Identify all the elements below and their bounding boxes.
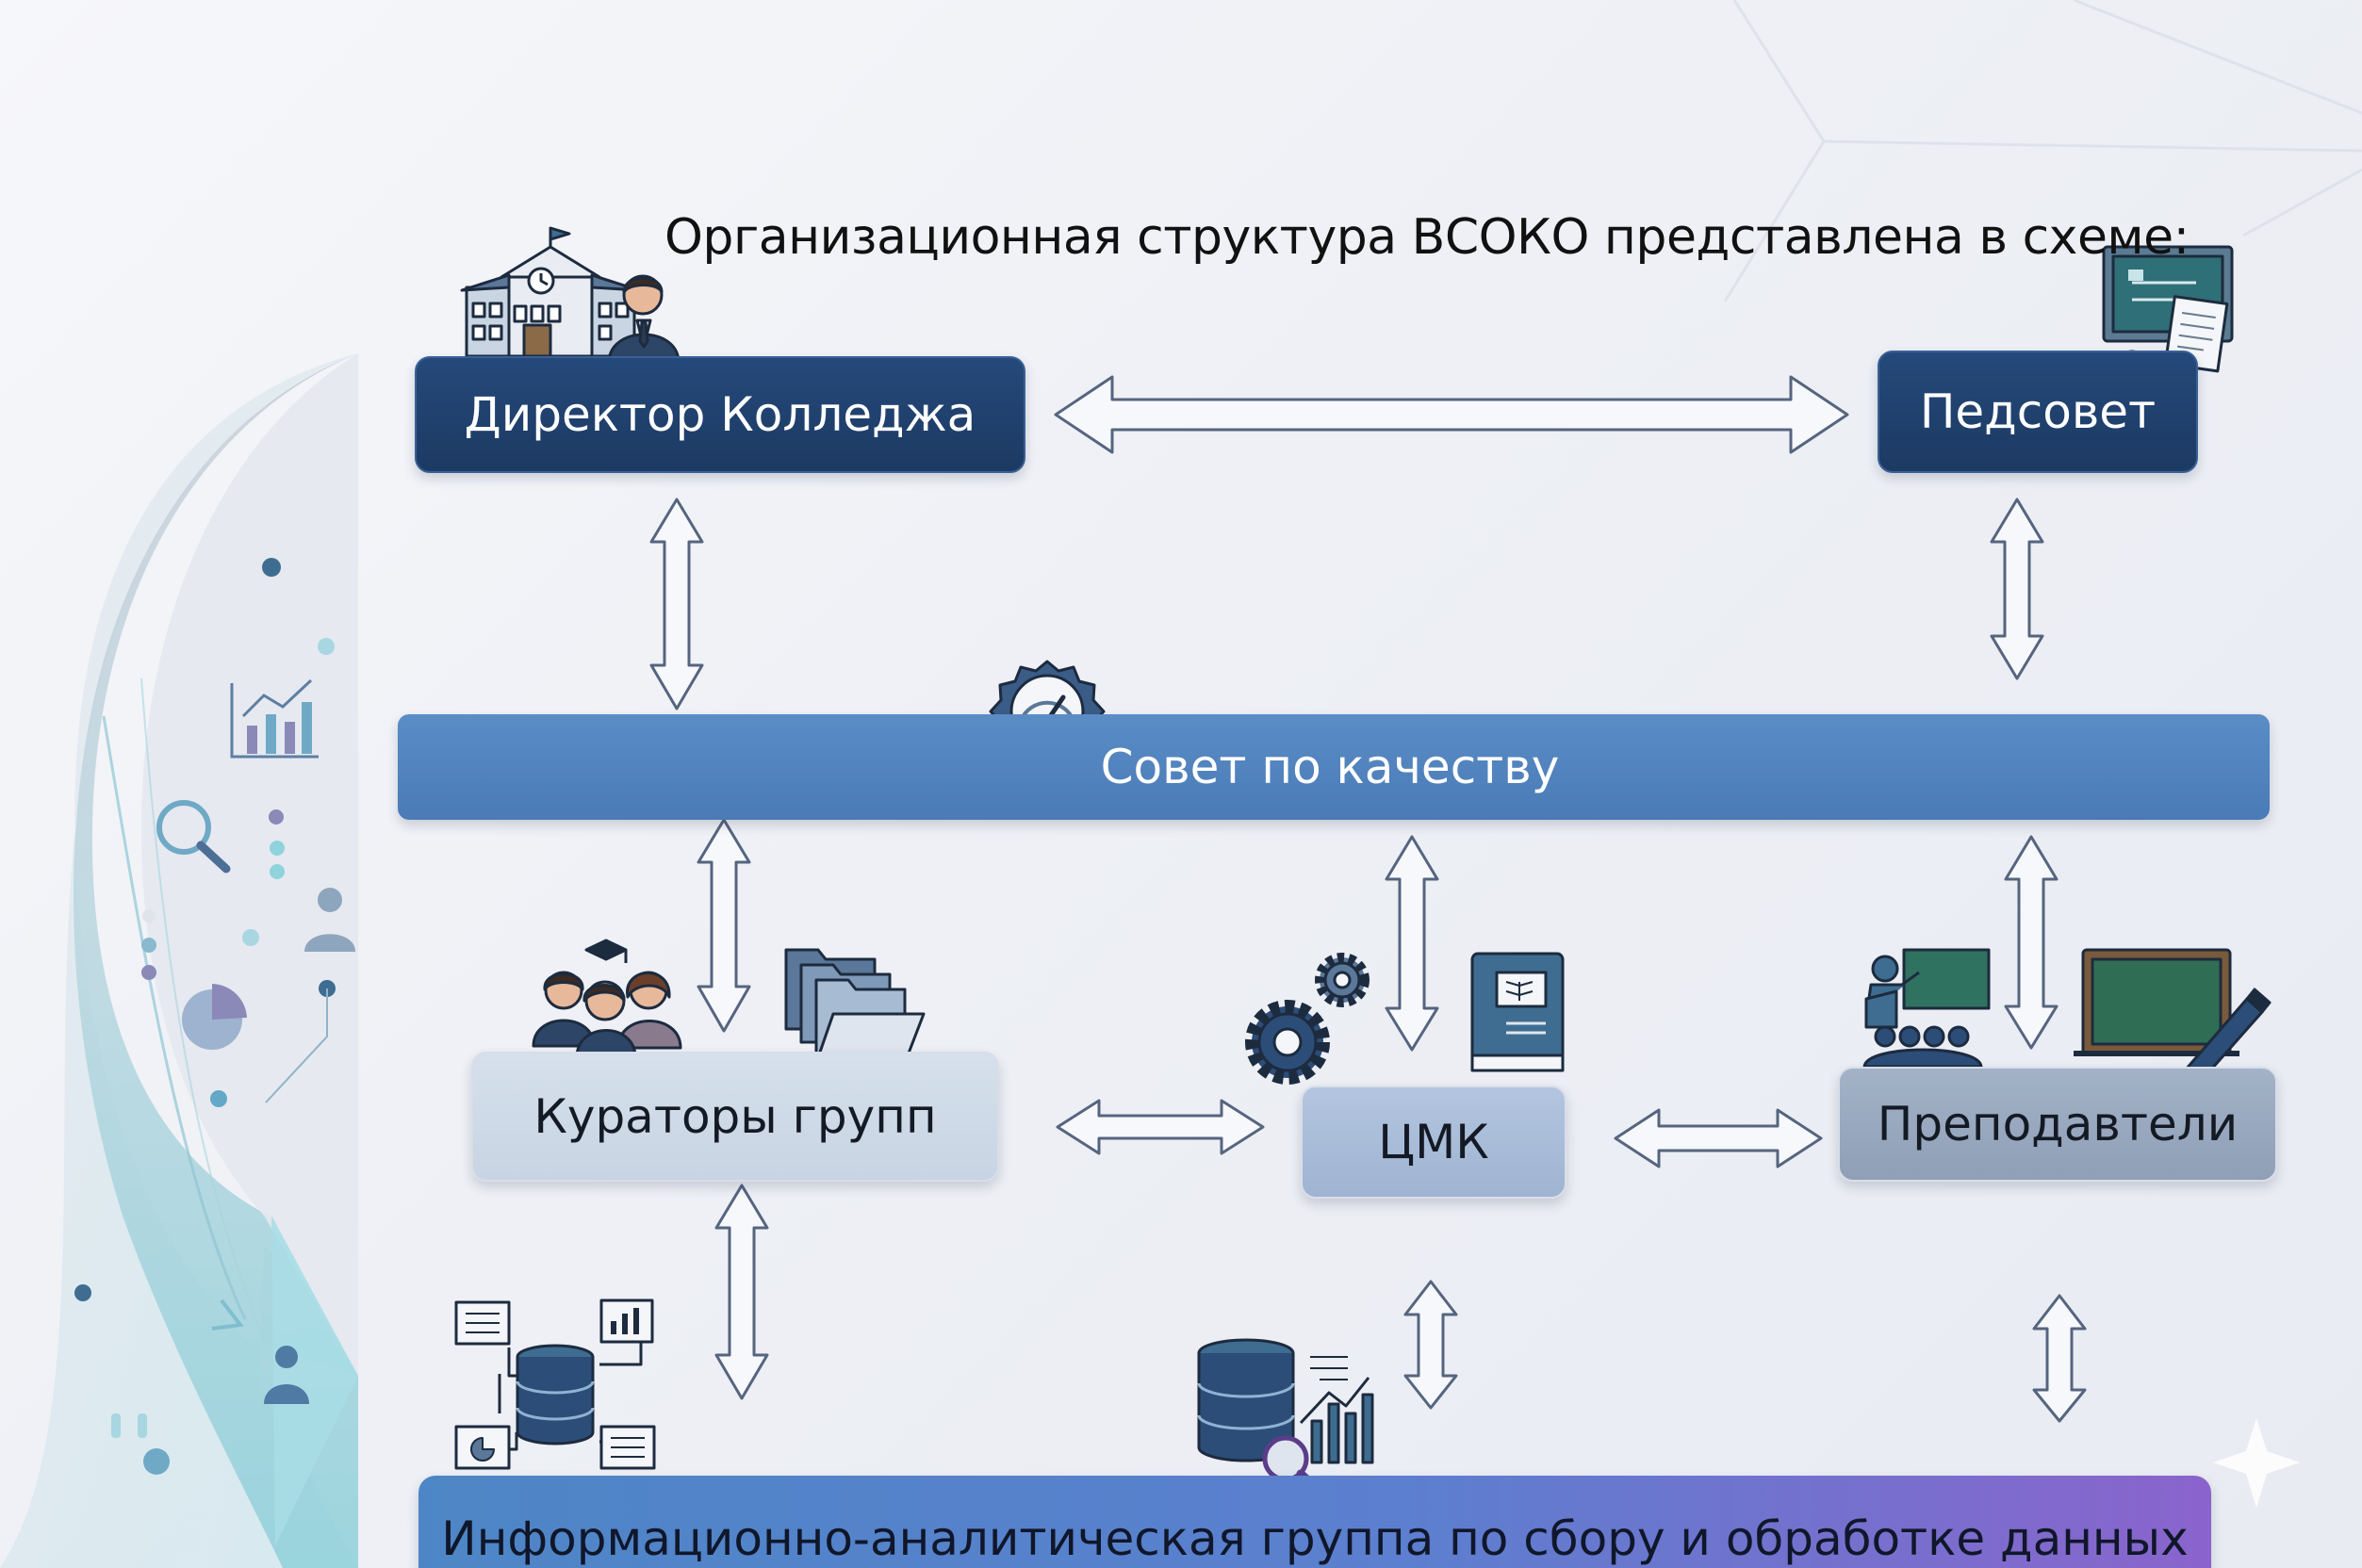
arrow-teachers-analytics: [2032, 1294, 2087, 1423]
quality-council-bar: Совет по качеству: [398, 714, 2270, 820]
pie-chart-icon: [182, 984, 247, 1050]
database-network-icon: [454, 1298, 656, 1470]
pedsovet-label: Педсовет: [1919, 384, 2157, 439]
person-icon: [264, 1346, 309, 1404]
director-node: Директор Колледжа: [415, 356, 1025, 473]
page-title: Организационная структура ВСОКО представ…: [664, 209, 2190, 266]
cmk-node: ЦМК: [1301, 1086, 1566, 1199]
gears-icon: [1245, 953, 1370, 1085]
arrows: [649, 375, 2087, 1423]
pedsovet-node: Педсовет: [1878, 351, 2198, 473]
curators-node: Кураторы групп: [471, 1052, 999, 1182]
arrow-curators-analytics: [714, 1184, 769, 1400]
arrow-quality-teachers: [2004, 835, 2059, 1050]
college-building-with-director-icon: [460, 226, 681, 365]
analytics-group-label: Информационно-аналитическая группа по сб…: [441, 1511, 2189, 1566]
user-icon: [304, 888, 355, 952]
folders-icon: [784, 948, 926, 1065]
arrow-quality-cmk: [1385, 835, 1439, 1052]
sparkle-icon: [2213, 1418, 2300, 1508]
analytics-group-bar: Информационно-аналитическая группа по сб…: [418, 1476, 2211, 1568]
director-label: Директор Колледжа: [464, 387, 976, 442]
curators-label: Кураторы групп: [533, 1089, 937, 1144]
background-network: [1723, 0, 2362, 302]
arrow-director-quality: [649, 498, 704, 710]
teachers-node: Преподавтели: [1838, 1067, 2277, 1182]
quality-council-label: Совет по качеству: [1100, 740, 1560, 794]
teacher-at-blackboard-icon: [1862, 948, 1991, 1069]
magnifier-icon: [156, 800, 231, 874]
arrow-quality-curators: [697, 818, 751, 1033]
arrow-pedsovet-quality: [1990, 498, 2044, 680]
group-of-people-icon: [532, 939, 682, 1059]
bar-chart-icon: [230, 678, 319, 759]
database-analytics-icon: [1197, 1338, 1374, 1499]
left-decorative-icons: [74, 558, 2300, 1508]
arrow-curators-cmk: [1056, 1099, 1265, 1155]
teachers-label: Преподавтели: [1877, 1097, 2239, 1152]
book-icon: [1470, 952, 1565, 1072]
left-ribbon-decoration: [0, 353, 359, 1568]
arrow-cmk-teachers: [1614, 1108, 1823, 1168]
arrow-cmk-analytics: [1403, 1280, 1458, 1410]
arrow-director-pedsovet: [1054, 375, 1849, 454]
cmk-label: ЦМК: [1378, 1115, 1489, 1169]
